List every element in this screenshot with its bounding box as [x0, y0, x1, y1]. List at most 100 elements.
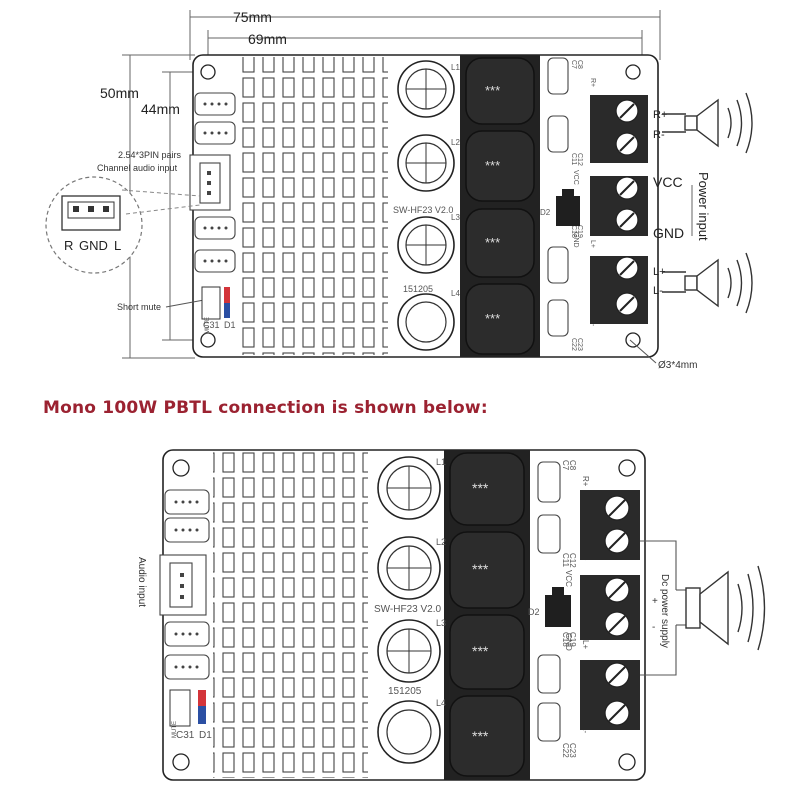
inductor-mark-b3: *** — [472, 643, 489, 659]
inductor-label-l4: L4 — [451, 289, 460, 298]
pin-dots-bottom — [174, 500, 199, 669]
mute-diode-red-bottom — [198, 690, 206, 706]
audio-input-label: Audio input — [136, 557, 147, 607]
cap-c18-bottom: C18 — [561, 632, 570, 647]
board-date-bottom: 151205 — [388, 686, 422, 697]
term-gnd-small-bottom: GND — [564, 633, 573, 651]
mute-jumper-bottom — [169, 689, 191, 727]
cap-c23-bottom: C23 — [568, 743, 577, 758]
speaker-mono-icon — [685, 565, 766, 651]
cap-c23-top: C23 — [576, 338, 583, 351]
cap-c7-bottom: C7 — [561, 460, 570, 471]
term-vcc-small-top: VCC — [572, 170, 579, 185]
mute-jumper-top — [201, 286, 221, 320]
mute-diode-label: D1 — [224, 320, 236, 330]
term-gnd-small-top: GND — [572, 232, 579, 248]
channel-audio-input-label: Channel audio input — [97, 163, 178, 173]
connector-label-gnd: GND — [79, 238, 108, 253]
zoom-pin-r — [73, 206, 79, 212]
mono-board-diagram: Audio input MUTE C31 D1 SW-HF23 V2.0 151… — [136, 449, 766, 781]
inductor-mark-1: *** — [485, 83, 500, 98]
mute-text-bottom: MUTE — [172, 721, 178, 738]
capacitors-top — [397, 60, 455, 351]
mute-diode-blue-bottom — [198, 706, 206, 724]
connector-label-l: L — [114, 238, 121, 253]
dc-power-supply-label: Dc power supply — [659, 574, 670, 648]
mounting-hole-label: Ø3*4mm — [658, 360, 697, 371]
mute-text-top: MUTE — [205, 317, 211, 334]
label-gnd: GND — [653, 225, 684, 241]
pin-pairs-label: 2.54*3PIN pairs — [118, 150, 182, 160]
mount-hole-tl — [200, 64, 216, 80]
diode-d2-top-tab — [562, 189, 574, 197]
board-model-top: SW-HF23 V2.0 — [393, 205, 453, 215]
mono-connection-title: Mono 100W PBTL connection is shown below… — [43, 398, 488, 418]
hole-leader — [629, 339, 657, 364]
cap-c12-top: C12 — [576, 153, 583, 166]
zoom-pin-l — [103, 206, 109, 212]
capacitors-bottom — [377, 456, 441, 764]
board-model-bottom: SW-HF23 V2.0 — [374, 604, 441, 615]
cap-c22-top: C22 — [570, 338, 577, 351]
diode-d2-bottom — [545, 595, 571, 627]
term-rplus-small-top: R+ — [589, 78, 596, 87]
inductor-label-l3: L3 — [451, 213, 460, 222]
cap-c22-bottom: C22 — [561, 743, 570, 758]
left-connectors-top — [189, 92, 236, 273]
inductor-mark-b1: *** — [472, 480, 489, 496]
zoom-leader-bottom — [125, 204, 201, 215]
mount-hole-bl — [200, 332, 216, 348]
inductor-label-l2: L2 — [451, 138, 460, 147]
stereo-board-diagram: 75mm 69mm 50mm 44mm 2.54*3PIN pairs — [45, 9, 753, 371]
mute-diode-blue — [224, 303, 230, 318]
terminal-blocks-bottom — [580, 490, 640, 730]
term-lplus-small-bottom: L+ — [581, 640, 590, 649]
pin-dots-top — [203, 102, 228, 263]
label-r-plus: R+ — [653, 109, 667, 121]
label-l-plus: L+ — [653, 266, 666, 278]
pbtl-wiring — [640, 540, 686, 676]
dim-69mm: 69mm — [248, 31, 287, 47]
inductor-mark-2: *** — [485, 158, 500, 173]
speaker-right-icon — [662, 92, 753, 154]
zoom-pin-gnd — [88, 206, 94, 212]
inductors-bottom — [444, 450, 530, 780]
diode-d2-label-bottom: D2 — [528, 607, 540, 617]
small-caps-top — [547, 57, 569, 337]
board-date-top: 151205 — [403, 284, 433, 294]
term-lplus-small-top: L+ — [589, 240, 596, 248]
inductor-label-b-l1: L1 — [436, 457, 446, 467]
dc-minus-label: - — [652, 622, 655, 633]
heatsink-top — [240, 57, 388, 355]
cap-c19-bottom: C19 — [568, 632, 577, 647]
inductor-mark-4: *** — [485, 311, 500, 326]
mount-hole-bl-br — [618, 753, 636, 771]
mount-hole-bl-tr — [618, 459, 636, 477]
inductor-mark-3: *** — [485, 235, 500, 250]
diode-d2-bottom-tab — [552, 587, 564, 596]
mute-cap-label: C31 — [203, 320, 220, 330]
inductor-label-b-l3: L3 — [436, 618, 446, 628]
zoom-leader-top — [121, 189, 201, 197]
dc-plus-label: + — [652, 596, 658, 607]
terminal-blocks-top — [590, 95, 648, 324]
dim-75mm: 75mm — [233, 9, 272, 25]
mount-hole-br — [625, 332, 641, 348]
inductors-top — [460, 55, 540, 357]
mount-hole-bl-tl — [172, 459, 190, 477]
inductor-label-l1: L1 — [451, 63, 460, 72]
cap-c11-bottom: C11 — [561, 553, 570, 568]
connector-label-r: R — [64, 238, 73, 253]
diode-d2-top — [556, 196, 580, 226]
mute-diode-red — [224, 287, 230, 303]
diode-d2-label-top: D2 — [540, 208, 551, 217]
inductor-mark-b4: *** — [472, 728, 489, 744]
term-vcc-small-bottom: VCC — [564, 570, 573, 587]
cap-c19-top: C19 — [576, 225, 583, 238]
mount-hole-tr — [625, 64, 641, 80]
inductor-label-b-l4: L4 — [436, 698, 446, 708]
heatsink-bottom — [213, 452, 368, 778]
left-connectors-bottom — [159, 489, 210, 680]
cap-c7-top: C7 — [570, 60, 577, 69]
